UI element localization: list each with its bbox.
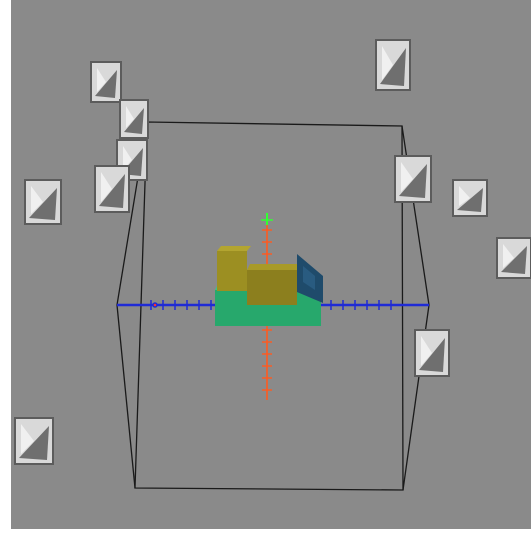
right-block [247, 270, 297, 305]
frustum-edge-bottom-left [116, 304, 136, 489]
frustum-edge-top-right [401, 125, 430, 306]
left-block [217, 251, 247, 291]
camera-marker[interactable] [414, 329, 450, 377]
camera-markers[interactable] [14, 39, 531, 465]
camera-marker[interactable] [452, 179, 488, 217]
camera-marker[interactable] [496, 237, 531, 279]
camera-marker[interactable] [24, 179, 62, 225]
camera-marker[interactable] [375, 39, 411, 91]
camera-marker[interactable] [94, 165, 130, 213]
camera-marker[interactable] [394, 155, 432, 203]
scene-model[interactable] [215, 246, 323, 326]
scene-canvas[interactable] [11, 0, 531, 529]
camera-marker[interactable] [90, 61, 122, 103]
3d-viewport[interactable] [11, 0, 531, 529]
camera-marker[interactable] [119, 99, 149, 139]
x-axis-marker [152, 302, 158, 308]
camera-marker[interactable] [14, 417, 54, 465]
